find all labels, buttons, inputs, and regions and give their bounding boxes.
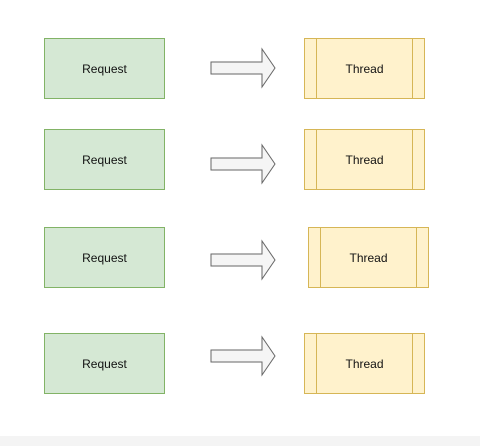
request-label-2: Request — [82, 152, 127, 167]
request-box-3[interactable]: Request — [44, 227, 165, 288]
request-box-4[interactable]: Request — [44, 333, 165, 394]
request-box-2[interactable]: Request — [44, 129, 165, 190]
thread-box-4[interactable]: Thread — [304, 333, 425, 394]
thread-box-1-right-bar — [412, 39, 413, 98]
thread-box-3[interactable]: Thread — [308, 227, 429, 288]
arrow-right-icon-3 — [210, 239, 276, 281]
thread-box-4-right-bar — [412, 334, 413, 393]
thread-box-4-left-bar — [316, 334, 317, 393]
canvas-bottom-edge — [0, 436, 480, 446]
thread-label-4: Thread — [345, 356, 384, 371]
thread-box-1[interactable]: Thread — [304, 38, 425, 99]
thread-box-2-left-bar — [316, 130, 317, 189]
request-label-3: Request — [82, 250, 127, 265]
thread-box-1-left-bar — [316, 39, 317, 98]
request-label-4: Request — [82, 356, 127, 371]
thread-box-2[interactable]: Thread — [304, 129, 425, 190]
arrow-right-icon-1 — [210, 47, 276, 89]
thread-box-2-right-bar — [412, 130, 413, 189]
arrow-right-icon-2 — [210, 143, 276, 185]
thread-label-3: Thread — [349, 250, 388, 265]
thread-label-2: Thread — [345, 152, 384, 167]
thread-label-1: Thread — [345, 61, 384, 76]
thread-box-3-right-bar — [416, 228, 417, 287]
arrow-right-icon-4 — [210, 335, 276, 377]
request-box-1[interactable]: Request — [44, 38, 165, 99]
thread-box-3-left-bar — [320, 228, 321, 287]
request-label-1: Request — [82, 61, 127, 76]
